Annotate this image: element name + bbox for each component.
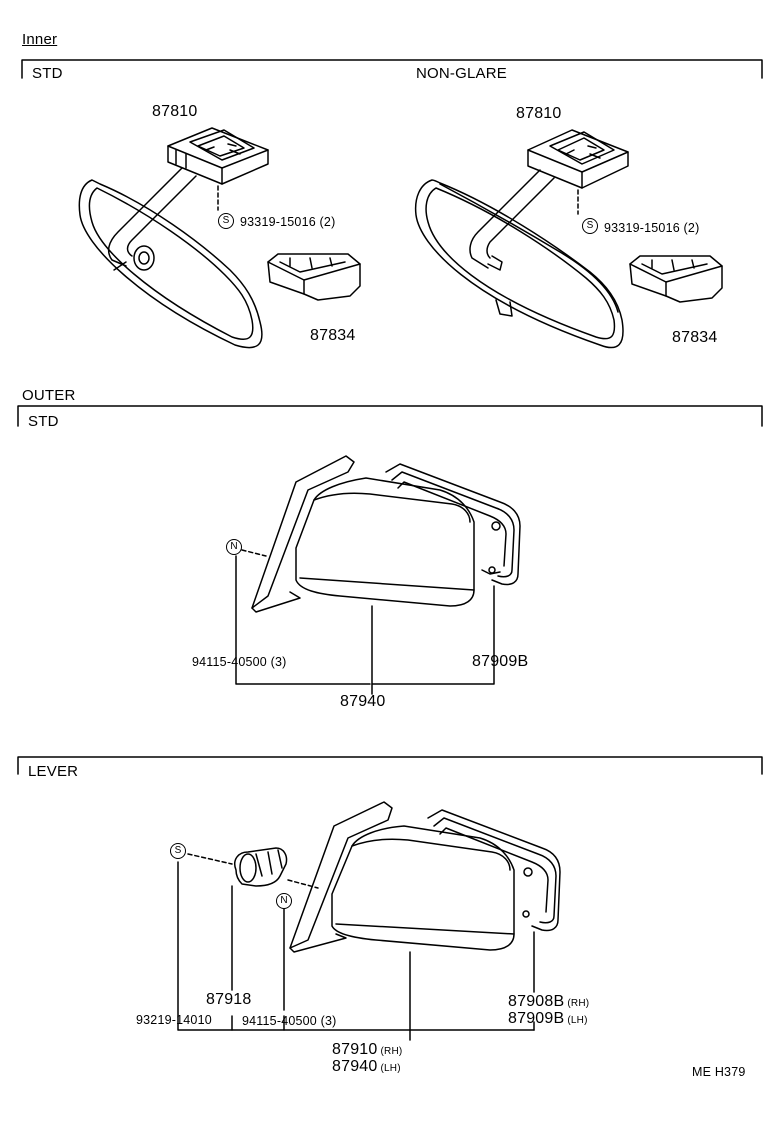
heading-std-inner: STD (32, 65, 63, 82)
lever-knob-label: 87918 (206, 991, 252, 1008)
nut-symbol-icon: N (226, 539, 242, 555)
lever-mirror-drawing (177, 801, 561, 1041)
diagram-code: ME H379 (692, 1065, 746, 1079)
lever-gasket-rh-label: 87908B(RH) (508, 993, 590, 1010)
inner-std-cover-label: 87834 (310, 327, 356, 344)
heading-non-glare: NON-GLARE (416, 65, 507, 82)
nut-symbol-icon: N (276, 893, 292, 909)
screw-symbol-icon: S (170, 843, 186, 859)
lever-section-frame (17, 756, 763, 775)
lever-nut-label: 94115-40500 (3) (242, 1014, 337, 1028)
outer-std-mirror-drawing (235, 455, 521, 695)
inner-ng-bracket-label: 87810 (516, 105, 562, 122)
inner-section-frame (21, 59, 763, 79)
lever-mirror-rh-label: 87910(RH) (332, 1041, 403, 1058)
screw-symbol-icon: S (582, 218, 598, 234)
lever-mirror-lh-label: 87940(LH) (332, 1058, 401, 1075)
lever-gasket-lh-label: 87909B(LH) (508, 1010, 588, 1027)
heading-std-outer: STD (28, 413, 59, 430)
inner-std-bracket-label: 87810 (152, 103, 198, 120)
heading-inner: Inner (22, 31, 58, 48)
screw-symbol-icon: S (218, 213, 234, 229)
heading-lever: LEVER (28, 763, 79, 780)
outer-section-frame (17, 405, 763, 427)
heading-outer: OUTER (22, 387, 76, 404)
lever-screw-label: 93219-14010 (136, 1013, 212, 1027)
outer-std-gasket-label: 87909B (472, 653, 529, 670)
inner-ng-cover-label: 87834 (672, 329, 718, 346)
outer-std-mirror-label: 87940 (340, 693, 386, 710)
outer-std-nut-label: 94115-40500 (3) (192, 655, 287, 669)
inner-non-glare-mirror-drawing (414, 129, 723, 349)
inner-std-screw-label: 93319-15016 (2) (240, 215, 336, 229)
inner-std-mirror-drawing (78, 127, 361, 349)
inner-ng-screw-label: 93319-15016 (2) (604, 221, 700, 235)
